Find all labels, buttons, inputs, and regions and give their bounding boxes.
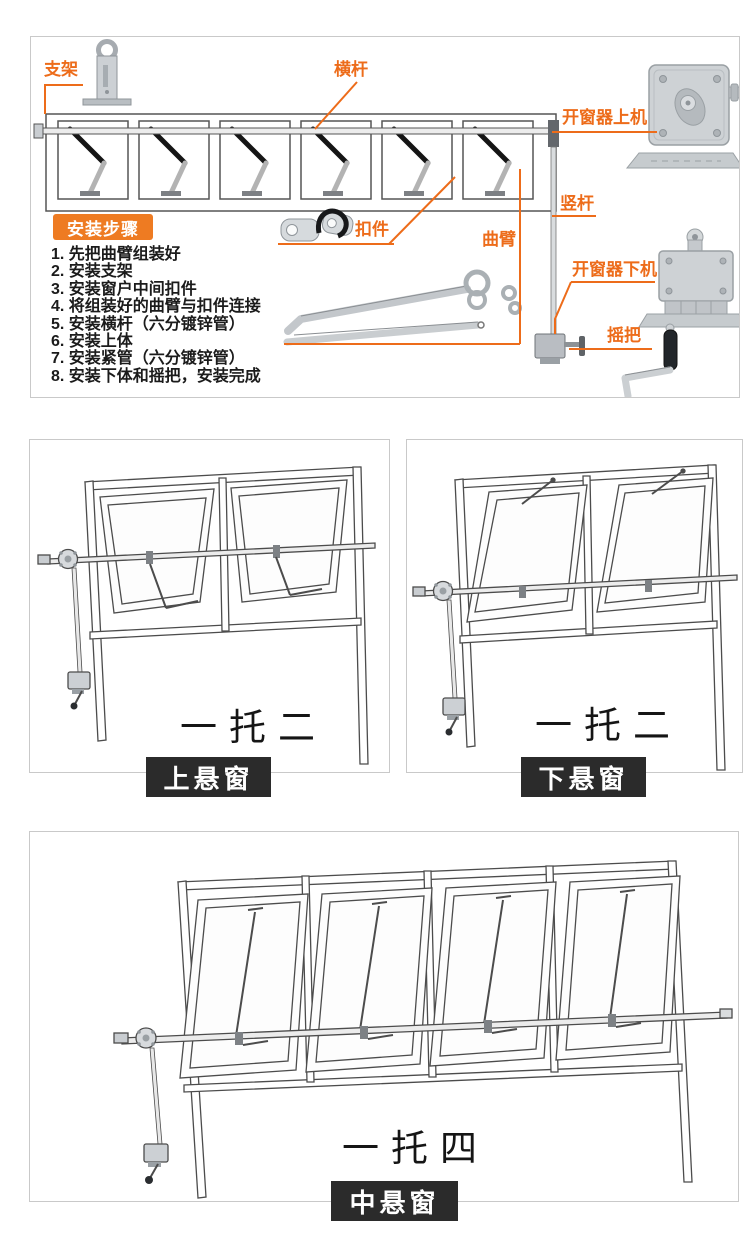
crank-photo (621, 323, 678, 397)
window-arms (67, 126, 512, 196)
caption-one-to-two-right: 一托二 (535, 704, 682, 747)
install-steps-list: 1. 先把曲臂组装好 2. 安装支架 3. 安装窗户中间扣件 4. 将组装好的曲… (51, 246, 371, 385)
install-step: 1. 先把曲臂组装好 (51, 246, 181, 263)
vertical-rod-assembly (534, 120, 585, 364)
label-leader-lines (44, 81, 657, 350)
install-step: 3. 安装窗户中间扣件 (51, 280, 197, 298)
install-step: 5. 安装横杆（六分镀锌管） (51, 315, 245, 333)
install-step: 6. 安装上体 (51, 333, 133, 351)
install-step: 7. 安装紧管（六分镀锌管） (51, 350, 245, 368)
installation-diagram-panel: 支架 横杆 开窗器上机 竖杆 扣件 曲臂 开窗器下机 摇把 安装步骤 1. 先把… (30, 36, 740, 398)
center-pivot-window-panel (29, 831, 739, 1202)
caption-one-to-two-left: 一托二 (180, 706, 327, 749)
install-step: 4. 将组装好的曲臂与扣件连接 (51, 298, 261, 316)
badge-center-pivot-window: 中悬窗 (331, 1181, 458, 1221)
install-steps-title: 安装步骤 (53, 214, 153, 240)
label-horizontal-rod: 横杆 (334, 60, 368, 79)
installation-diagram-illustration (33, 39, 739, 397)
fastener-photo (280, 208, 354, 242)
label-opener-lower: 开窗器下机 (572, 260, 657, 279)
label-bracket: 支架 (44, 60, 78, 79)
install-step: 2. 安装支架 (51, 263, 133, 281)
label-opener-upper: 开窗器上机 (562, 108, 647, 127)
top-hung-window-panel (29, 439, 390, 773)
label-vertical-rod: 竖杆 (560, 194, 594, 213)
window-sashes (99, 479, 348, 614)
window-frame (84, 466, 369, 765)
bottom-hung-window-panel (406, 439, 743, 773)
hand-crank-assembly (412, 580, 466, 736)
label-fastener: 扣件 (355, 220, 389, 239)
label-crank-handle: 摇把 (607, 326, 641, 345)
hand-crank-assembly (113, 1027, 169, 1184)
window-frame (454, 464, 726, 771)
label-curved-arm: 曲臂 (482, 230, 516, 249)
top-hung-window-illustration (37, 466, 376, 765)
bottom-hung-window-illustration (412, 464, 738, 771)
install-step: 8. 安装下体和摇把，安装完成 (51, 367, 261, 385)
bracket-photo (82, 39, 132, 106)
hand-crank-assembly (37, 548, 91, 710)
curved-arm-photo (283, 269, 522, 346)
center-pivot-window-illustration (113, 860, 733, 1199)
caption-one-to-four: 一托四 (342, 1127, 489, 1170)
opener-lower-photo (638, 228, 739, 328)
badge-bottom-hung-window: 下悬窗 (521, 757, 646, 797)
opener-upper-photo (625, 64, 739, 169)
badge-top-hung-window: 上悬窗 (146, 757, 271, 797)
